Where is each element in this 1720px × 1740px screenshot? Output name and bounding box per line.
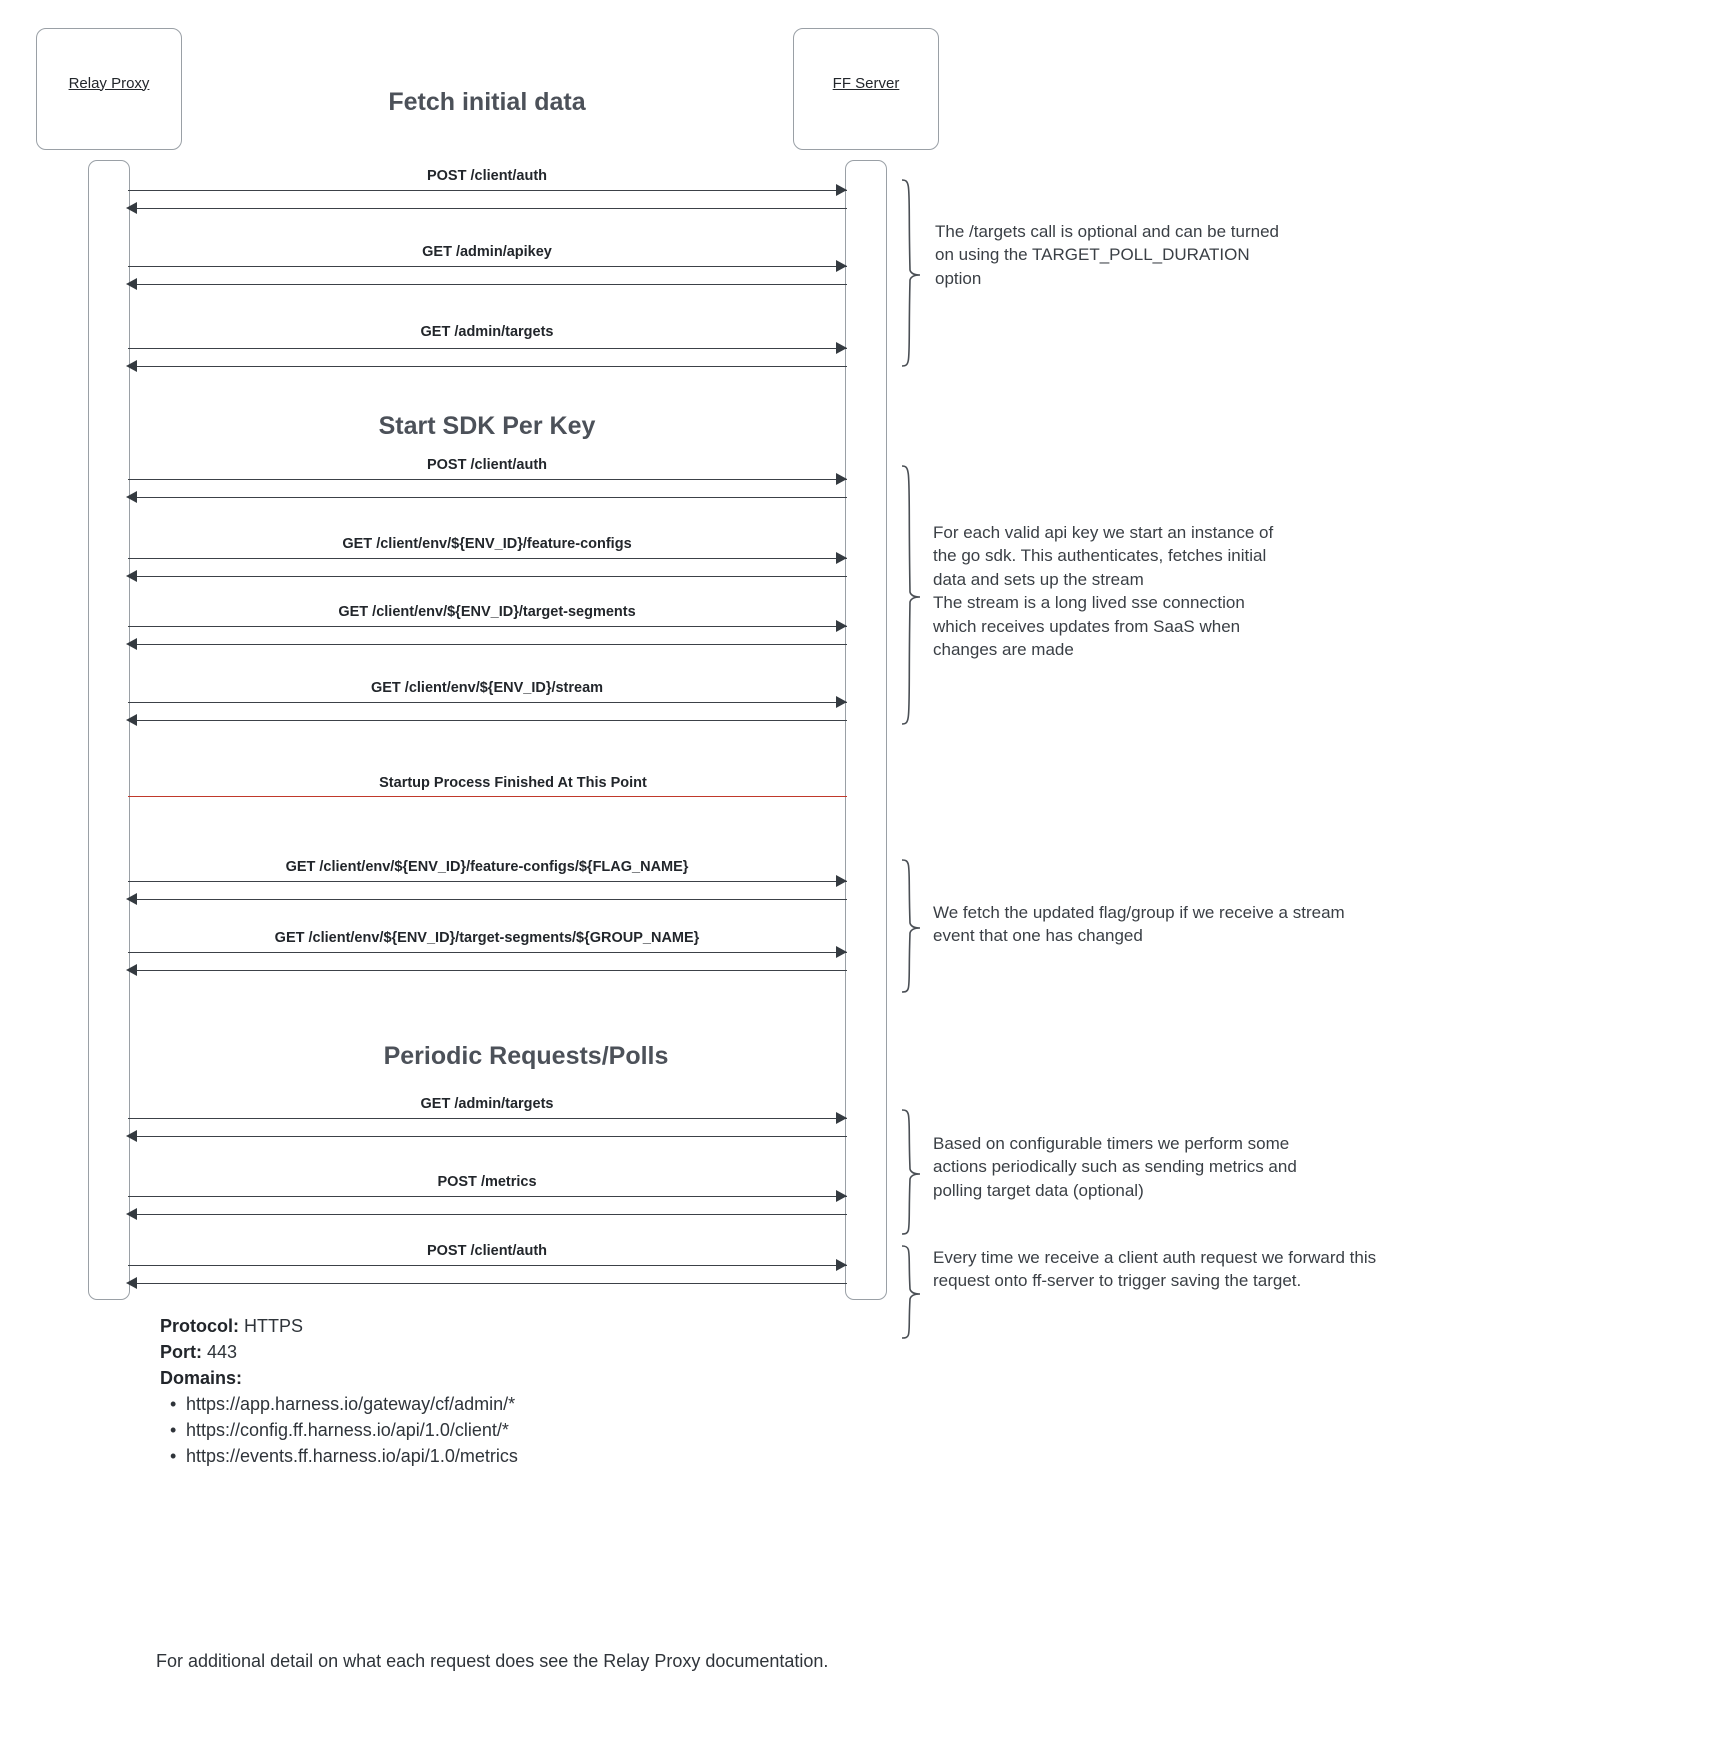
message-request-line — [128, 266, 847, 267]
footer-protocol-value: HTTPS — [244, 1316, 304, 1336]
message-label: GET /admin/targets — [420, 1096, 554, 1112]
note-text: Based on configurable timers we perform … — [933, 1134, 1297, 1200]
arrow-right-icon — [836, 1190, 847, 1202]
arrow-left-icon — [126, 491, 137, 503]
message-response-line — [128, 497, 847, 498]
arrow-left-icon — [126, 964, 137, 976]
arrow-right-icon — [836, 1259, 847, 1271]
participant-relay-proxy: Relay Proxy — [36, 28, 182, 150]
brace-icon — [901, 1245, 921, 1339]
footer-domains-label: Domains: — [160, 1368, 243, 1389]
arrow-left-icon — [126, 202, 137, 214]
message-label: POST /client/auth — [426, 457, 548, 473]
footer-info-block: Protocol: HTTPS Port: 443 Domains: https… — [160, 1313, 518, 1470]
message-response-line — [128, 1214, 847, 1215]
arrow-left-icon — [126, 1130, 137, 1142]
arrow-right-icon — [836, 184, 847, 196]
arrow-right-icon — [836, 946, 847, 958]
arrow-left-icon — [126, 638, 137, 650]
brace-icon — [901, 1109, 921, 1235]
message-request-line — [128, 1196, 847, 1197]
message-label: GET /client/env/${ENV_ID}/target-segment… — [338, 604, 636, 620]
lifeline-relay-proxy — [88, 160, 130, 1300]
section-title-start-sdk-per-key: Start SDK Per Key — [378, 412, 596, 440]
message-label: GET /client/env/${ENV_ID}/feature-config… — [285, 859, 689, 875]
message-label: POST /client/auth — [426, 1243, 548, 1259]
arrow-right-icon — [836, 342, 847, 354]
message-label: POST /client/auth — [426, 168, 548, 184]
arrow-left-icon — [126, 893, 137, 905]
footer-port-row: Port: 443 — [160, 1339, 518, 1365]
note-text: Every time we receive a client auth requ… — [933, 1248, 1377, 1291]
arrow-right-icon — [836, 260, 847, 272]
message-response-line — [128, 720, 847, 721]
arrow-left-icon — [126, 714, 137, 726]
lifeline-ff-server — [845, 160, 887, 1300]
footer-protocol-label: Protocol: — [160, 1316, 239, 1336]
message-request-line — [128, 1265, 847, 1266]
arrow-right-icon — [836, 696, 847, 708]
note-text: For each valid api key we start an insta… — [933, 523, 1274, 660]
footer-port-label: Port: — [160, 1342, 202, 1363]
arrow-right-icon — [836, 875, 847, 887]
participant-ff-server-label: FF Server — [832, 74, 900, 92]
message-label: GET /client/env/${ENV_ID}/feature-config… — [342, 536, 632, 552]
note-text: We fetch the updated flag/group if we re… — [933, 903, 1345, 946]
footer-domains-row: Domains: — [160, 1365, 518, 1391]
message-request-line — [128, 952, 847, 953]
message-label: GET /admin/apikey — [422, 244, 552, 260]
message-label: GET /admin/targets — [420, 324, 554, 340]
arrow-left-icon — [126, 360, 137, 372]
arrow-right-icon — [836, 473, 847, 485]
brace-icon — [901, 859, 921, 993]
message-response-line — [128, 899, 847, 900]
arrow-left-icon — [126, 570, 137, 582]
arrow-left-icon — [126, 1277, 137, 1289]
list-item: https://events.ff.harness.io/api/1.0/met… — [170, 1443, 518, 1469]
arrow-left-icon — [126, 1208, 137, 1220]
message-request-line — [128, 190, 847, 191]
list-item: https://app.harness.io/gateway/cf/admin/… — [170, 1391, 518, 1417]
divider-label: Startup Process Finished At This Point — [379, 775, 647, 791]
message-response-line — [128, 644, 847, 645]
footer-port-value: 443 — [207, 1342, 238, 1363]
list-item: https://config.ff.harness.io/api/1.0/cli… — [170, 1417, 518, 1443]
section-title-fetch-initial-data: Fetch initial data — [388, 88, 586, 116]
section-title-periodic-requests-polls: Periodic Requests/Polls — [383, 1042, 669, 1070]
footer-domains-list: https://app.harness.io/gateway/cf/admin/… — [160, 1391, 518, 1469]
message-label: POST /metrics — [437, 1174, 537, 1190]
message-request-line — [128, 558, 847, 559]
message-request-line — [128, 626, 847, 627]
message-label: GET /client/env/${ENV_ID}/stream — [370, 680, 604, 696]
message-response-line — [128, 970, 847, 971]
message-response-line — [128, 1136, 847, 1137]
note-text: The /targets call is optional and can be… — [935, 222, 1279, 288]
arrow-right-icon — [836, 620, 847, 632]
message-response-line — [128, 366, 847, 367]
message-request-line — [128, 479, 847, 480]
message-request-line — [128, 1118, 847, 1119]
message-request-line — [128, 702, 847, 703]
participant-ff-server: FF Server — [793, 28, 939, 150]
divider-line — [128, 796, 847, 797]
message-response-line — [128, 1283, 847, 1284]
arrow-left-icon — [126, 278, 137, 290]
arrow-right-icon — [836, 552, 847, 564]
message-request-line — [128, 348, 847, 349]
message-response-line — [128, 208, 847, 209]
message-label: GET /client/env/${ENV_ID}/target-segment… — [274, 930, 700, 946]
message-request-line — [128, 881, 847, 882]
arrow-right-icon — [836, 1112, 847, 1124]
message-response-line — [128, 576, 847, 577]
footer-protocol-row: Protocol: HTTPS — [160, 1313, 518, 1339]
brace-icon — [901, 179, 921, 367]
footer-documentation-note: For additional detail on what each reque… — [156, 1651, 829, 1671]
message-response-line — [128, 284, 847, 285]
brace-icon — [901, 465, 921, 725]
participant-relay-proxy-label: Relay Proxy — [68, 74, 150, 92]
